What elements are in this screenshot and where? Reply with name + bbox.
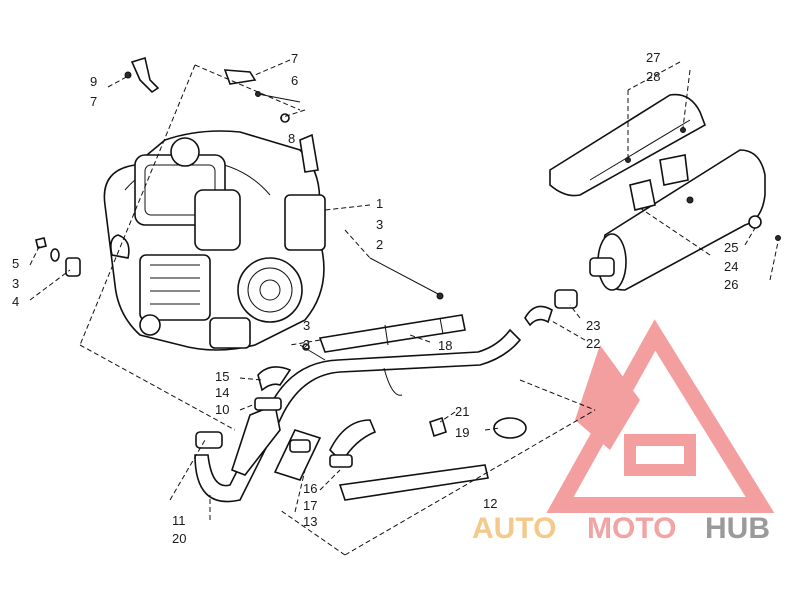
leader-lines [29, 59, 779, 556]
oil-filter [209, 317, 251, 349]
callout-14: 14 [215, 385, 229, 400]
callout-20: 20 [172, 531, 186, 546]
callout-2: 2 [376, 237, 383, 252]
callout-9: 9 [90, 74, 97, 89]
engine-assembly [103, 130, 326, 351]
carburetor [170, 137, 200, 167]
callout-17: 17 [303, 498, 317, 513]
callout-7: 7 [90, 94, 97, 109]
callout-6: 6 [291, 73, 298, 88]
callout-10: 10 [215, 402, 229, 417]
callout-25: 25 [724, 240, 738, 255]
callout-23: 23 [586, 318, 600, 333]
callout-4: 4 [12, 294, 19, 309]
logo-m-left [575, 345, 640, 450]
bracket-9 [130, 56, 160, 94]
callout-28: 28 [646, 69, 660, 84]
spark-shield [549, 93, 706, 197]
callout-1: 1 [376, 196, 383, 211]
clamp-22 [524, 289, 578, 327]
callout-3: 3 [376, 217, 383, 232]
callout-8: 8 [288, 131, 295, 146]
watermark-moto: MOTO [587, 512, 676, 545]
starter [284, 194, 326, 251]
bracket-7 [223, 69, 257, 85]
callout-11: 11 [172, 513, 186, 528]
callout-18: 18 [438, 338, 452, 353]
callout-3: 3 [12, 276, 19, 291]
logo-g-shape [624, 434, 696, 476]
callout-19: 19 [455, 425, 469, 440]
callout-15: 15 [215, 369, 229, 384]
callout-22: 22 [586, 336, 600, 351]
callout-7: 7 [291, 51, 298, 66]
callout-26: 26 [724, 277, 738, 292]
muffler-assembly [589, 149, 781, 291]
cylinder [194, 189, 241, 251]
callout-labels: 9 7 7 6 8 1 3 2 5 3 4 3 2 18 15 14 10 21… [12, 50, 738, 546]
watermark-hub: HUB [705, 512, 770, 545]
watermark-wordmark: AUTO MOTO HUB [472, 512, 770, 545]
y-pipe [231, 366, 377, 481]
callout-2: 2 [303, 337, 310, 352]
clamp-19 [429, 416, 527, 439]
drain-plug [139, 314, 161, 336]
heat-shield-18 [318, 314, 466, 353]
watermark-logo [546, 319, 775, 513]
callout-12: 12 [483, 496, 497, 511]
flywheel-cover [237, 257, 303, 323]
watermark-auto: AUTO [472, 512, 556, 545]
heat-shield-12 [338, 464, 489, 501]
callout-5: 5 [12, 256, 19, 271]
callout-24: 24 [724, 259, 738, 274]
callout-21: 21 [455, 404, 469, 419]
callout-13: 13 [303, 514, 317, 529]
callout-3: 3 [303, 318, 310, 333]
callout-27: 27 [646, 50, 660, 65]
callout-16: 16 [303, 481, 317, 496]
